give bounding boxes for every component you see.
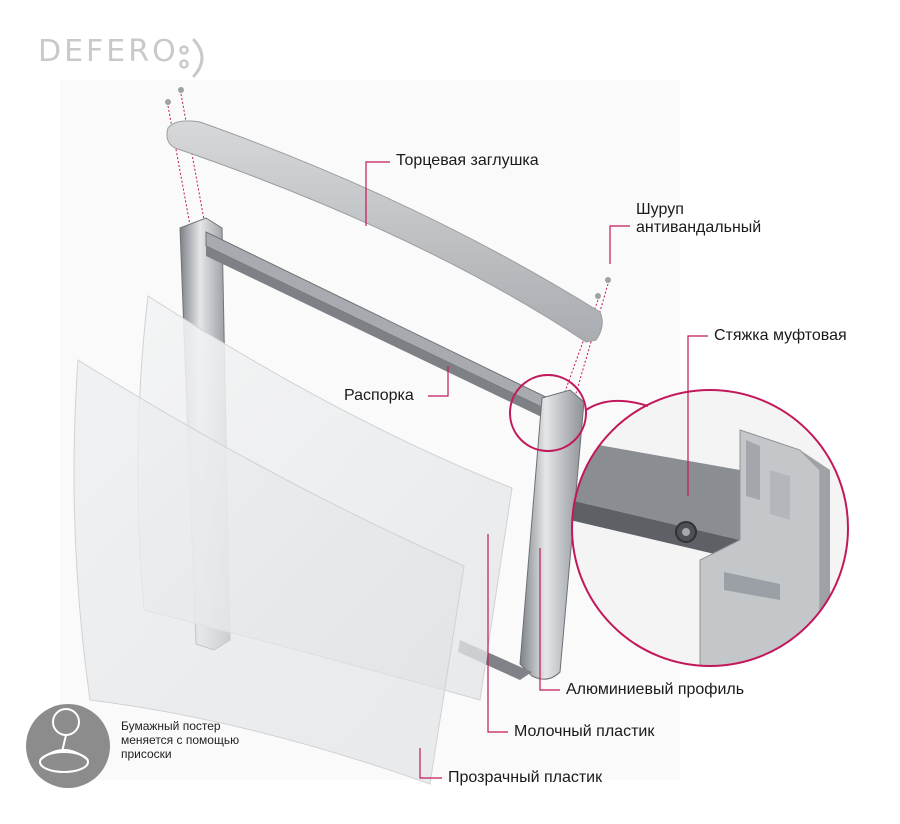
zoom-detail <box>571 389 849 667</box>
brand-logo: DEFERO <box>38 34 179 69</box>
screw-icon <box>165 87 611 299</box>
poster-note: Бумажный постер меняется с помощью присо… <box>121 719 281 761</box>
label-spacer: Распорка <box>344 387 414 404</box>
clear-plastic-sheet <box>73 359 465 785</box>
callout-lines <box>365 161 708 779</box>
label-screw-line2: антивандальный <box>636 219 762 236</box>
label-end-cap: Торцевая заглушка <box>396 152 539 169</box>
poster-note-line2: меняется с помощью <box>121 733 240 747</box>
end-cap <box>166 120 603 343</box>
poster-note-line3: присоски <box>121 747 172 761</box>
poster-note-line1: Бумажный постер <box>121 719 221 733</box>
spacer-bar-shadow <box>206 246 556 422</box>
smile-logo-icon <box>179 38 204 78</box>
zoom-connector <box>585 399 649 411</box>
label-milky-plastic: Молочный пластик <box>514 723 655 740</box>
highlight-circle <box>509 374 587 452</box>
label-aluminum-profile: Алюминиевый профиль <box>566 681 745 698</box>
label-screw-line1: Шуруп <box>636 201 684 218</box>
suction-cup-icon <box>26 704 110 788</box>
label-coupling: Стяжка муфтовая <box>714 327 847 344</box>
label-clear-plastic: Прозрачный пластик <box>448 769 603 786</box>
